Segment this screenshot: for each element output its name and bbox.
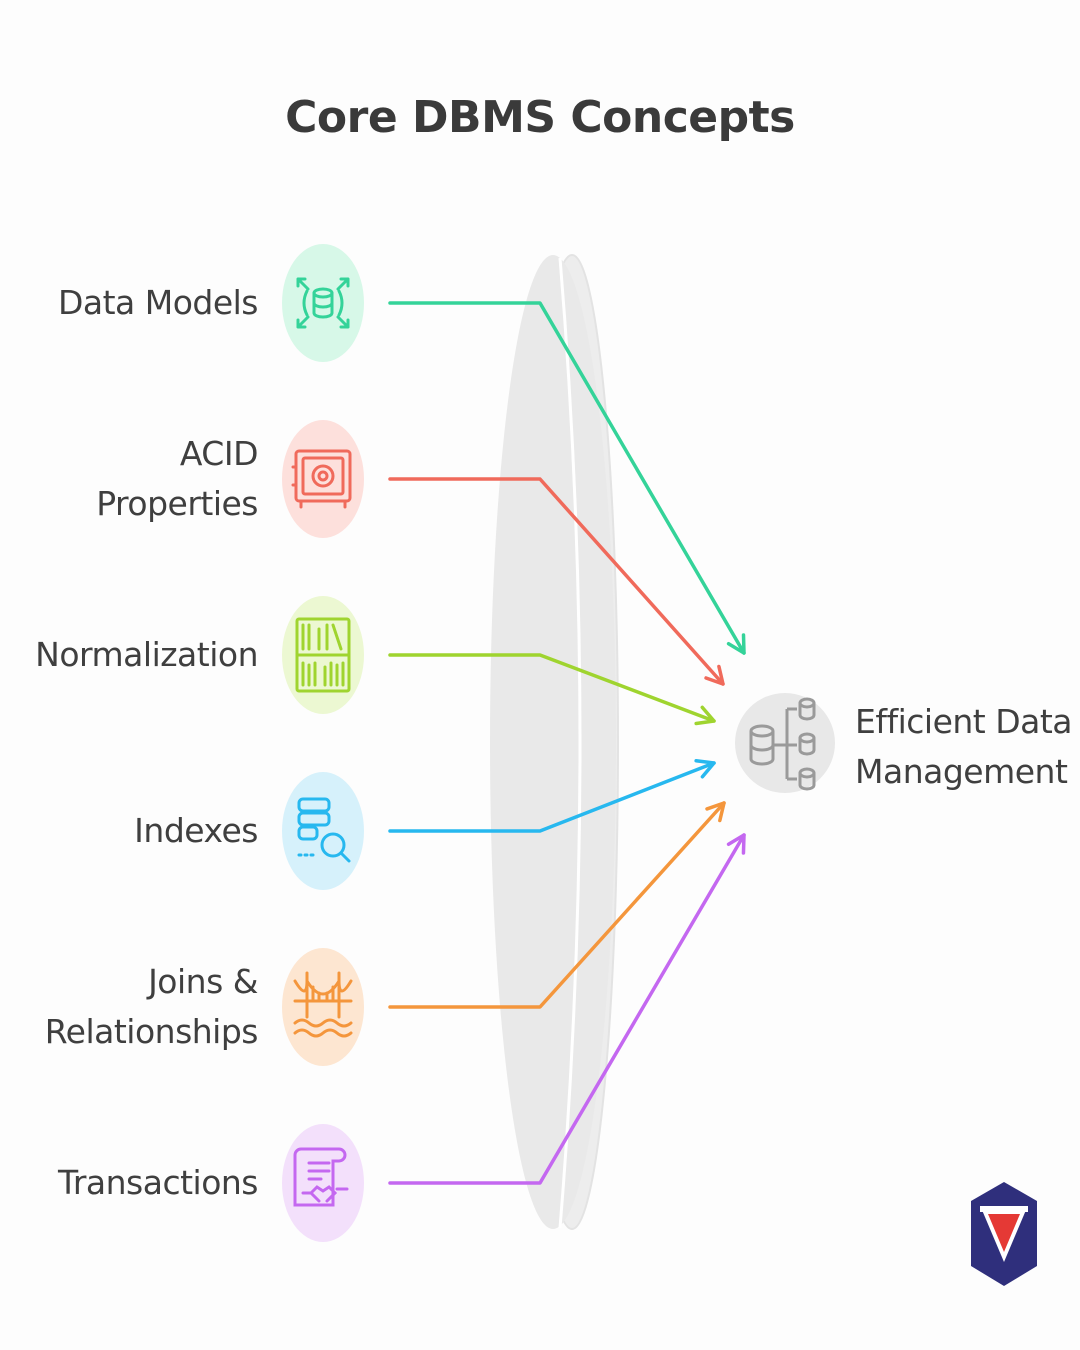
arrow-head (705, 801, 726, 823)
concept-node (282, 420, 364, 538)
database-expand-icon (296, 277, 350, 329)
arrow-head (694, 758, 716, 779)
target-label-line-1: Efficient Data (855, 702, 1073, 741)
arrow-head (726, 633, 746, 655)
connector-line (388, 761, 716, 833)
concept-label: Transactions (18, 1158, 258, 1208)
concept-label-line: Indexes (134, 811, 258, 850)
concept-label-line: Normalization (35, 635, 258, 674)
concept-label: Data Models (18, 278, 259, 328)
connector-line (388, 301, 746, 655)
target-node (735, 693, 835, 793)
concept-label-line: Transactions (58, 1163, 258, 1202)
connector-line (388, 653, 716, 723)
safe-vault-icon (291, 449, 352, 509)
concept-label-line: Properties (96, 484, 258, 523)
concept-node (282, 948, 364, 1066)
concept-node (282, 1124, 364, 1242)
arrow-head (704, 664, 725, 686)
concept-label: ACID Properties (18, 429, 258, 529)
target-label-line-2: Management (855, 752, 1068, 791)
bookshelf-icon (295, 617, 351, 693)
brand-logo (971, 1182, 1037, 1286)
lens-shape (490, 254, 619, 1230)
concept-label-line: Relationships (44, 1012, 259, 1051)
page-title: Core DBMS Concepts (285, 92, 795, 143)
database-hierarchy-icon (749, 697, 816, 791)
connectors (388, 301, 746, 1185)
arrow-head (726, 833, 746, 855)
concept-label: Indexes (18, 806, 258, 856)
connector-line (388, 833, 746, 1185)
concept-node (282, 596, 364, 714)
concept-label: Normalization (18, 630, 258, 680)
concept-label-line: ACID (179, 434, 259, 473)
bridge-icon (293, 971, 353, 1038)
concept-node (282, 244, 364, 362)
concept-label-line: Data Models (57, 283, 259, 322)
concept-label: Joins & Relationships (18, 957, 259, 1057)
concept-label-line: Joins & (148, 962, 258, 1001)
concept-icons (282, 244, 364, 1242)
target-label: Efficient Data Management (855, 697, 1075, 797)
server-search-icon (297, 797, 351, 863)
concept-node (282, 772, 364, 890)
contract-handshake-icon (293, 1147, 349, 1207)
connector-line (388, 477, 725, 686)
arrow-head (694, 705, 716, 726)
connector-line (388, 801, 726, 1009)
